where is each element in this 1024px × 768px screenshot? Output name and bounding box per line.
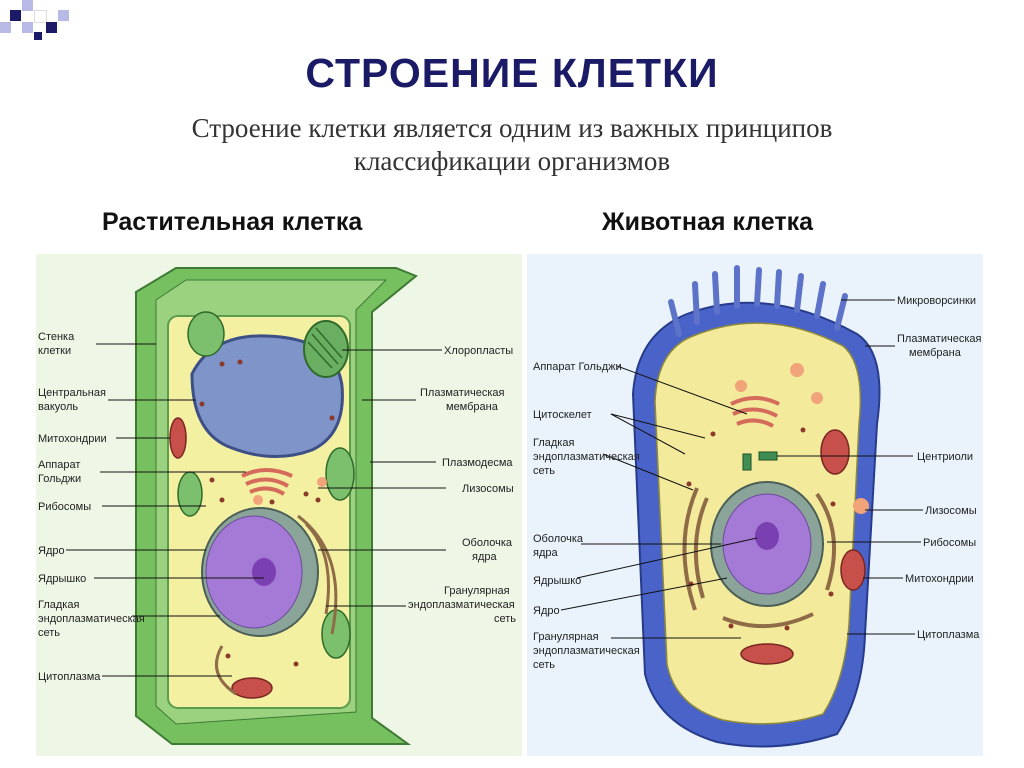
animal-label-ribosomes: Рибосомы bbox=[923, 537, 976, 549]
plant-label-mitochondria: Митохондрии bbox=[38, 433, 107, 445]
plant-cell-caption: Растительная клетка bbox=[102, 208, 363, 236]
animal-nucleolus bbox=[755, 522, 779, 550]
plant-mitochondrion bbox=[169, 417, 187, 459]
animal-centrioles bbox=[758, 451, 778, 461]
plant-label-nucleus: Ядро bbox=[38, 545, 65, 557]
animal-label-nucleus: Ядро bbox=[533, 605, 560, 617]
animal-label-cytoskeleton: Цитоскелет bbox=[533, 409, 592, 421]
animal-mitochondrion bbox=[820, 429, 850, 475]
subtitle-line-1: Строение клетки является одним из важных… bbox=[191, 113, 833, 143]
plant-label-cytoplasm: Цитоплазма bbox=[38, 671, 101, 683]
plant-label-chloroplasts: Хлоропласты bbox=[444, 345, 513, 357]
plant-label-ribosomes: Рибосомы bbox=[38, 501, 91, 513]
slide-subtitle: Строение клетки является одним из важных… bbox=[0, 112, 1024, 178]
animal-label-nucleolus: Ядрышко bbox=[533, 575, 581, 587]
plant-nucleolus bbox=[252, 558, 276, 586]
plant-vacuole bbox=[190, 334, 344, 458]
plant-label-nucleolus: Ядрышко bbox=[38, 573, 86, 585]
plant-label-plasmodesma: Плазмодесма bbox=[442, 457, 513, 469]
plant-label-lysosomes: Лизосомы bbox=[462, 483, 514, 495]
animal-label-mitochondria: Митохондрии bbox=[905, 573, 974, 585]
animal-label-lysosomes: Лизосомы bbox=[925, 505, 977, 517]
slide-title: СТРОЕНИЕ КЛЕТКИ bbox=[305, 50, 719, 96]
animal-golgi bbox=[730, 396, 780, 428]
animal-cell-caption: Животная клетка bbox=[602, 208, 814, 236]
subtitle-line-2: классификации организмов bbox=[353, 146, 671, 176]
plant-golgi bbox=[241, 468, 293, 496]
animal-label-microvilli: Микроворсинки bbox=[897, 295, 976, 307]
animal-microvilli bbox=[668, 265, 848, 337]
corner-decoration bbox=[0, 0, 80, 40]
animal-label-cytoplasm: Цитоплазма bbox=[917, 629, 980, 641]
plant-chloroplast bbox=[303, 320, 349, 378]
animal-label-golgi: Аппарат Гольджи bbox=[533, 361, 622, 373]
animal-label-centrioles: Центриоли bbox=[917, 451, 973, 463]
